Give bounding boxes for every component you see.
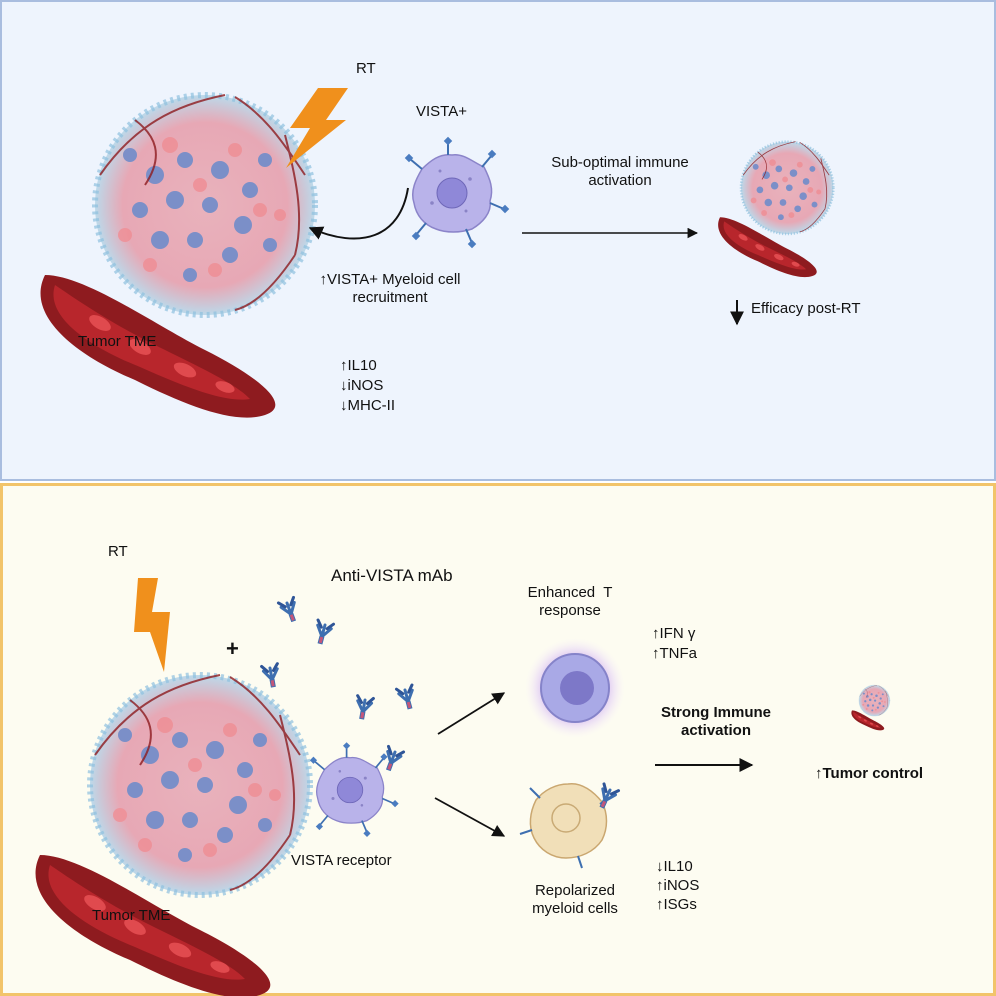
- myeloid-cytokine-list: ↓IL10 ↑iNOS ↑ISGs: [656, 857, 699, 914]
- cytokine-item: ↑iNOS: [656, 877, 700, 894]
- tumor-tme-label: Tumor TME: [78, 333, 157, 350]
- cytokine-item: ↓IL10: [656, 858, 693, 875]
- enhanced-t-response-label: Enhanced T response: [500, 584, 640, 620]
- tumor-control-label: ↑Tumor control: [815, 765, 924, 782]
- lightning-icon: [286, 88, 348, 168]
- recruitment-line-1: ↑VISTA+ Myeloid cell: [319, 271, 461, 288]
- vista-cell-label: VISTA+: [416, 103, 467, 120]
- cytokine-item: ↑ISGs: [656, 896, 697, 913]
- cytokine-item: ↑TNFa: [652, 645, 697, 662]
- lightning-icon: [134, 578, 170, 672]
- rt-label: RT: [356, 60, 376, 77]
- recruitment-line-2: recruitment: [352, 289, 428, 306]
- anti-vista-mab-label: Anti-VISTA mAb: [331, 566, 453, 585]
- t-cell-icon: [525, 638, 625, 738]
- efficacy-label: Efficacy post-RT: [751, 300, 861, 317]
- activation-line-1: Strong Immune: [660, 704, 771, 721]
- t-response-line-2: response: [539, 602, 601, 619]
- activation-line-1: Sub-optimal immune: [551, 154, 689, 171]
- t-cell-cytokine-list: ↑IFN γ ↑TNFa: [652, 624, 697, 664]
- sub-optimal-activation-label: Sub-optimal immune activation: [530, 154, 710, 190]
- myeloid-line-1: Repolarized: [534, 882, 616, 899]
- recruitment-label: ↑VISTA+ Myeloid cell recruitment: [300, 271, 480, 307]
- arrow-to-t-cell: [437, 692, 506, 735]
- cytokine-item: ↑IL10: [340, 357, 377, 374]
- rt-label: RT: [108, 543, 128, 560]
- recruitment-arrow: [308, 187, 409, 240]
- top-panel: [0, 0, 996, 481]
- cytokine-list: ↑IL10 ↓iNOS ↓MHC-II: [340, 356, 395, 416]
- tumor-tme-label: Tumor TME: [92, 907, 171, 924]
- activation-line-2: activation: [588, 172, 652, 189]
- bottom-panel: [0, 483, 996, 996]
- vista-receptor-label: VISTA receptor: [291, 852, 392, 869]
- t-response-line-1: Enhanced T: [527, 584, 613, 601]
- cytokine-item: ↓MHC-II: [340, 397, 395, 414]
- repolarized-myeloid-label: Repolarized myeloid cells: [505, 882, 645, 918]
- cytokine-item: ↓iNOS: [340, 377, 384, 394]
- myeloid-line-2: myeloid cells: [532, 900, 618, 917]
- arrow-to-myeloid: [434, 797, 506, 837]
- plus-sign: +: [226, 636, 239, 661]
- strong-immune-activation-label: Strong Immune activation: [628, 704, 804, 740]
- activation-line-2: activation: [680, 722, 752, 739]
- cytokine-item: ↑IFN γ: [652, 625, 696, 642]
